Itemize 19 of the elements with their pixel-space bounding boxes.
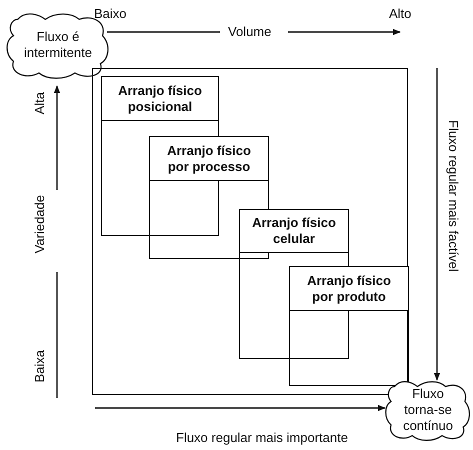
axis-title: Variedade xyxy=(32,195,47,254)
box-heading: Arranjo físico por produto xyxy=(306,272,392,304)
edge-label: Fluxo regular mais factível xyxy=(446,120,461,272)
matrix-frame xyxy=(92,68,408,395)
box-heading: Arranjo físico posicional xyxy=(117,82,203,114)
arrow xyxy=(95,404,386,412)
axis-end-label: Baixa xyxy=(32,350,47,383)
box-heading: Arranjo físico celular xyxy=(251,215,337,247)
arrangement-box xyxy=(289,266,409,386)
cloud-shape xyxy=(384,378,472,442)
edge-label: Fluxo regular mais importante xyxy=(176,430,348,445)
cloud-text: Fluxo torna-se contínuo xyxy=(402,386,454,434)
axis-end-label: Baixo xyxy=(94,6,127,21)
cloud-text: Fluxo é intermitente xyxy=(23,29,93,61)
box-heading: Arranjo físico por processo xyxy=(166,142,252,174)
arrow xyxy=(434,68,440,381)
axis-title: Volume xyxy=(228,24,272,39)
axis-end-label: Alta xyxy=(32,92,47,114)
axis-end-label: Alto xyxy=(389,6,412,21)
